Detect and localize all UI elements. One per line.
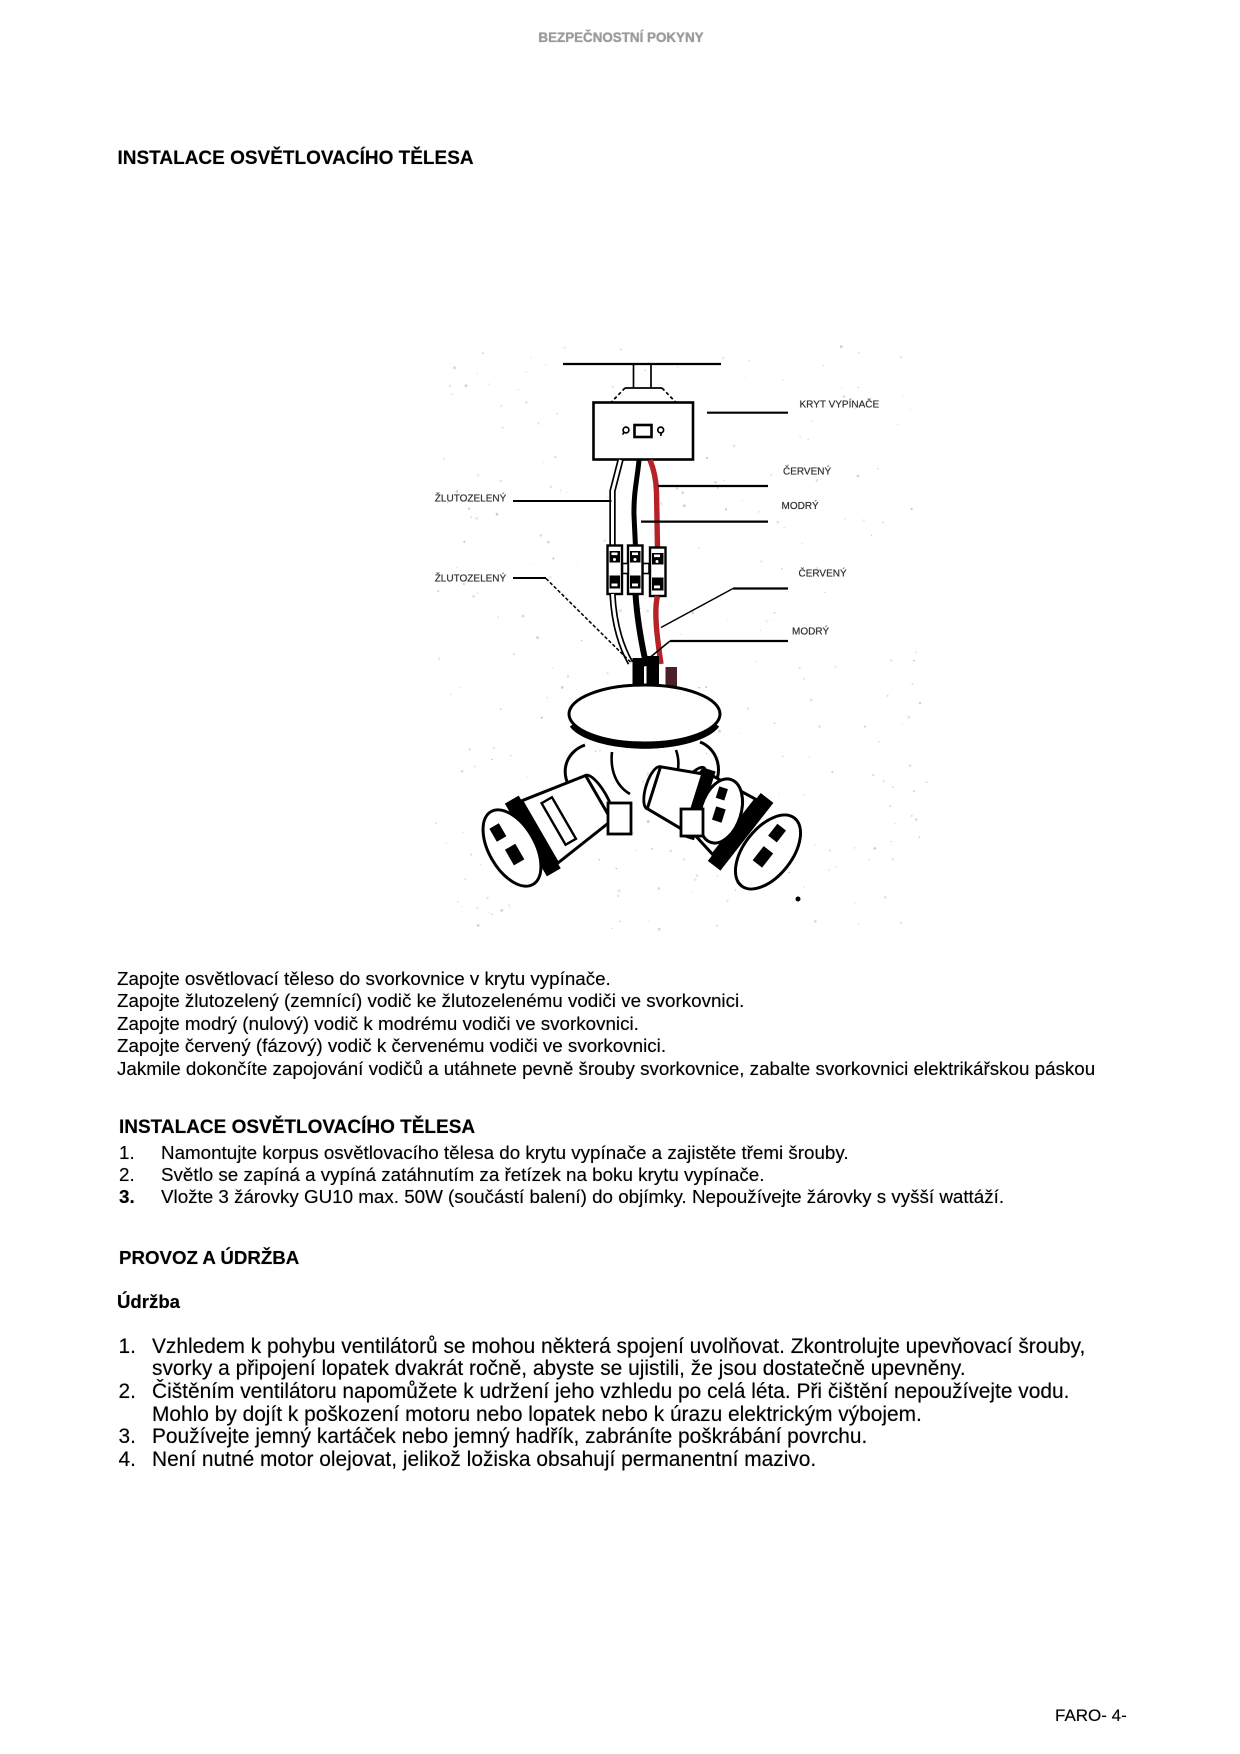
svg-text:KRYT VYPÍNAČE: KRYT VYPÍNAČE bbox=[800, 398, 880, 411]
svg-text:ŽLUTOZELENÝ: ŽLUTOZELENÝ bbox=[435, 492, 507, 505]
svg-text:MODRÝ: MODRÝ bbox=[782, 499, 820, 512]
svg-text:ŽLUTOZELENÝ: ŽLUTOZELENÝ bbox=[435, 572, 507, 585]
svg-text:MODRÝ: MODRÝ bbox=[792, 625, 830, 638]
svg-text:ČERVENÝ: ČERVENÝ bbox=[783, 464, 831, 477]
svg-text:ČERVENÝ: ČERVENÝ bbox=[799, 567, 847, 580]
